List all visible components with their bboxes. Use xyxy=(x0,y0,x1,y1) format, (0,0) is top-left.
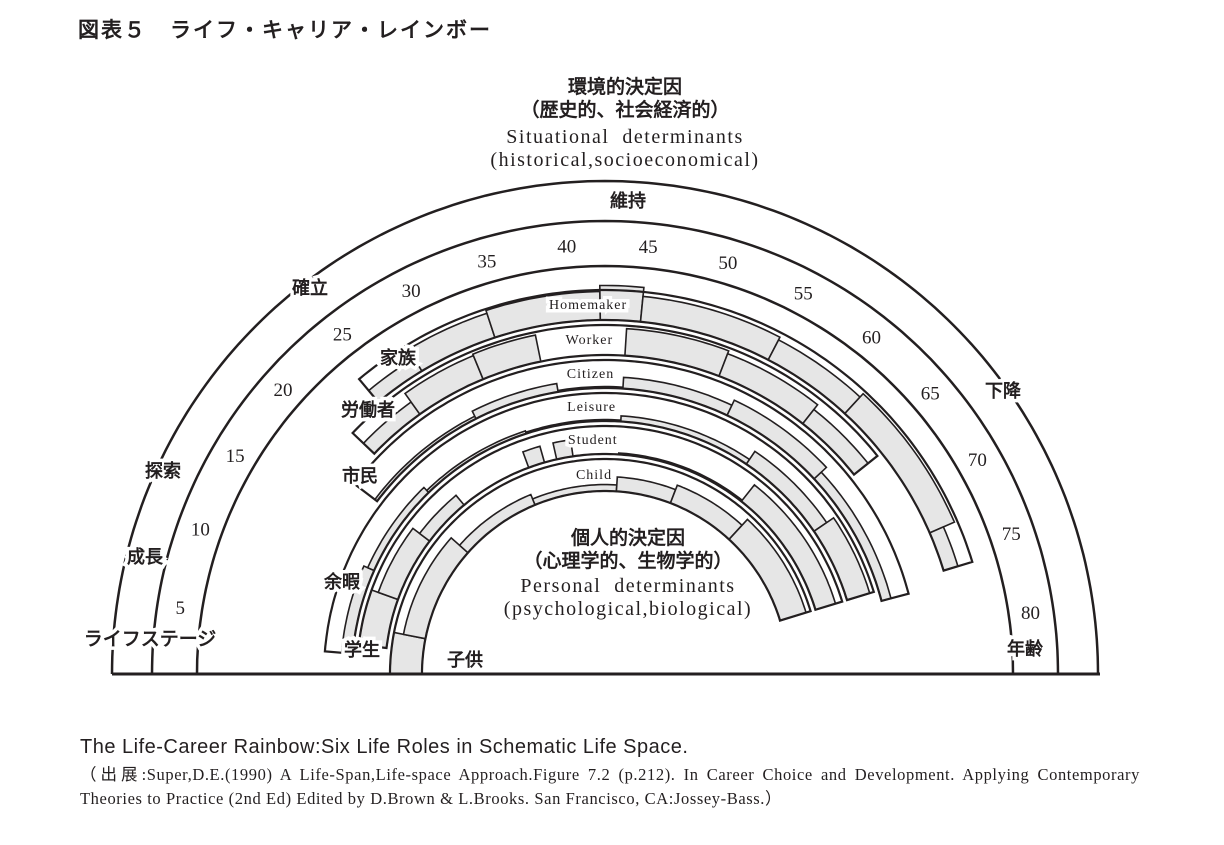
age-label: 75 xyxy=(1002,524,1021,545)
leisure-role-label: Leisure xyxy=(567,400,616,415)
figure-title: 図表５ ライフ・キャリア・レインボー xyxy=(78,18,492,42)
child-intensity-segment xyxy=(389,631,427,675)
stage-maintenance: 維持 xyxy=(610,190,646,212)
child-role-label-jp: 子供 xyxy=(447,649,483,671)
age-label: 70 xyxy=(968,450,987,471)
age-ticks: 5 10 15 20 25 30 35 40 45 50 55 60 65 70 75 80 xyxy=(172,234,1043,627)
homemaker-role-label: Homemaker xyxy=(549,298,627,313)
child-intensity-segment xyxy=(615,476,677,505)
citizen-role-label: Citizen xyxy=(567,367,614,382)
stage-decline: 下降 xyxy=(985,380,1022,402)
situational-jp: 環境的決定因 xyxy=(568,75,682,98)
life-career-rainbow: 5 10 15 20 25 30 35 40 45 50 55 60 65 70 75 80 Child 子供 S… xyxy=(83,75,1100,676)
age-axis-label: 年齢 xyxy=(1007,638,1044,660)
personal-en-sub: (psychological,biological) xyxy=(504,598,752,620)
caption-title: The Life-Career Rainbow:Six Life Roles i… xyxy=(80,736,689,758)
role-lanes xyxy=(323,288,974,676)
age-label: 45 xyxy=(639,237,658,258)
homemaker-lane xyxy=(357,288,974,572)
personal-jp-sub: （心理学的、生物学的） xyxy=(523,549,732,572)
age-label: 5 xyxy=(175,598,185,619)
homemaker-intensity-segment xyxy=(928,525,959,572)
stage-arcs xyxy=(110,179,1100,675)
situational-en: Situational determinants xyxy=(506,126,743,148)
role-labels: Child 子供 Student 学生 Leisure 余暇 Citizen 市民 Worker… xyxy=(320,295,630,675)
citizen-lane xyxy=(353,358,910,603)
life-stage-axis-label: ライフステージ xyxy=(84,628,217,650)
age-label: 10 xyxy=(191,519,210,540)
student-lane xyxy=(357,424,844,650)
age-label: 25 xyxy=(333,325,352,346)
age-label: 50 xyxy=(718,253,737,274)
age-label: 55 xyxy=(794,283,813,304)
personal-en: Personal determinants xyxy=(520,575,735,597)
leisure-lane xyxy=(323,391,876,655)
stage-exploration: 探索 xyxy=(145,460,181,482)
leisure-role-label-jp: 余暇 xyxy=(323,571,360,593)
worker-lane xyxy=(351,323,879,477)
age-label: 65 xyxy=(921,384,940,405)
age-label: 30 xyxy=(402,281,421,302)
situational-en-sub: (historical,socioeconomical) xyxy=(490,149,759,171)
worker-role-label-jp: 労働者 xyxy=(341,399,395,421)
age-label: 40 xyxy=(557,237,576,258)
age-label: 80 xyxy=(1021,603,1040,624)
age-label: 20 xyxy=(273,380,292,401)
age-label: 15 xyxy=(226,446,245,467)
stage-establishment: 確立 xyxy=(292,277,328,299)
homemaker-role-label-jp: 家族 xyxy=(380,347,417,369)
outer-stage-arc xyxy=(110,179,1100,675)
age-label: 35 xyxy=(477,252,496,273)
child-intensity-segment xyxy=(458,493,537,554)
personal-jp: 個人的決定因 xyxy=(570,526,685,549)
caption-source: （出展:Super,D.E.(1990) A Life-Span,Life-sp… xyxy=(80,765,1140,808)
child-lane xyxy=(388,457,812,676)
student-role-label-jp: 学生 xyxy=(344,639,380,661)
age-arc xyxy=(195,264,1015,675)
citizen-role-label-jp: 市民 xyxy=(342,465,378,487)
stage-growth: 成長 xyxy=(127,546,164,568)
situational-jp-sub: （歴史的、社会経済的） xyxy=(520,98,729,121)
middle-stage-arc xyxy=(150,219,1060,675)
child-role-label: Child xyxy=(576,468,612,483)
student-role-label: Student xyxy=(568,433,618,448)
age-label: 60 xyxy=(862,328,881,349)
worker-role-label: Worker xyxy=(565,333,613,348)
